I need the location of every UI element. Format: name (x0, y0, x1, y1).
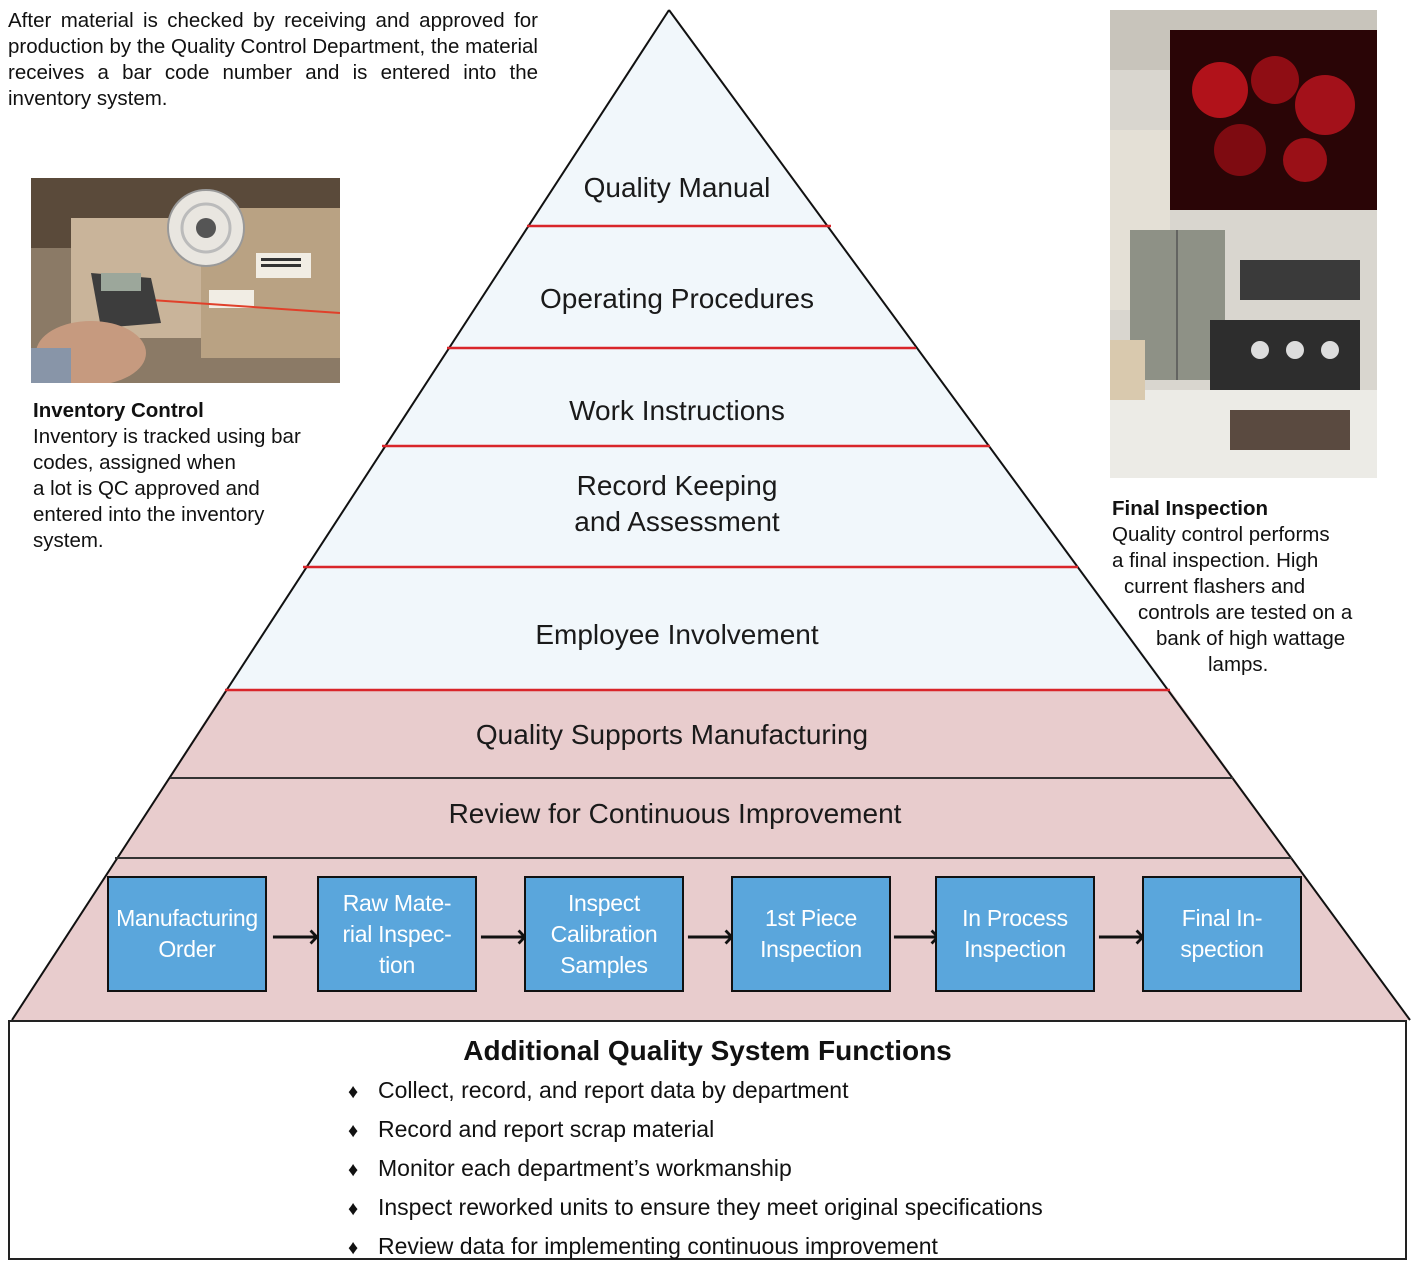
list-item: ♦Record and report scrap material (348, 1111, 1043, 1150)
flow-step-in-process-inspection: In Process Inspection (935, 876, 1095, 992)
diamond-bullet-icon: ♦ (348, 1159, 359, 1181)
final-inspection-caption-line: bank of high wattage (1156, 627, 1346, 650)
diamond-bullet-icon: ♦ (348, 1237, 359, 1259)
final-inspection-caption-line: a final inspection. High (1112, 549, 1319, 572)
inventory-caption-line: entered into the inventory (33, 503, 265, 526)
additional-functions-title: Additional Quality System Functions (463, 1035, 952, 1066)
pyramid-left-edge (11, 9, 670, 1021)
layer-review-continuous-improvement: Review for Continuous Improvement (448, 798, 902, 829)
additional-functions-list: ♦Collect, record, and report data by dep… (348, 1072, 1043, 1267)
inventory-caption-title: Inventory Control (33, 399, 204, 422)
pyramid-right-edge (668, 9, 1411, 1021)
inventory-caption: Inventory Control Inventory is tracked u… (33, 398, 363, 554)
arrow-right-icon: ⟶ (1097, 918, 1146, 956)
final-inspection-caption-title: Final Inspection (1112, 497, 1269, 520)
list-item: ♦Monitor each department’s workmanship (348, 1150, 1043, 1189)
list-item: ♦Review data for implementing continuous… (348, 1228, 1043, 1267)
inventory-photo (31, 178, 340, 383)
final-inspection-caption-line: lamps. (1208, 653, 1269, 676)
arrow-right-icon: ⟶ (479, 918, 528, 956)
arrow-right-icon: ⟶ (892, 918, 941, 956)
additional-functions-panel: Additional Quality System Functions ♦Col… (8, 1020, 1407, 1260)
layer-quality-manual: Quality Manual (583, 172, 771, 203)
list-item: ♦Inspect reworked units to ensure they m… (348, 1189, 1043, 1228)
inventory-caption-line: Inventory is tracked using bar (33, 425, 301, 448)
diamond-bullet-icon: ♦ (348, 1198, 359, 1220)
inventory-caption-line: system. (33, 529, 104, 552)
final-inspection-caption-line: controls are tested on a (1138, 601, 1353, 624)
flow-step-inspect-calibration-samples: Inspect Calibration Samples (524, 876, 684, 992)
diamond-bullet-icon: ♦ (348, 1120, 359, 1142)
layer-quality-supports-manufacturing: Quality Supports Manufacturing (475, 719, 869, 750)
final-inspection-photo (1110, 10, 1377, 478)
flow-step-first-piece-inspection: 1st Piece Inspection (731, 876, 891, 992)
layer-work-instructions: Work Instructions (569, 395, 785, 426)
final-inspection-caption-line: Quality control performs (1112, 523, 1330, 546)
flow-step-manufacturing-order: Manufacturing Order (107, 876, 267, 992)
flow-step-raw-material-inspection: Raw Mate- rial Inspec- tion (317, 876, 477, 992)
layer-record-keeping: Record Keeping and Assessment (574, 470, 780, 537)
diamond-bullet-icon: ♦ (348, 1081, 359, 1103)
flow-step-final-inspection: Final In- spection (1142, 876, 1302, 992)
inventory-caption-line: a lot is QC approved and (33, 477, 260, 500)
pyramid-upper-section (225, 10, 1170, 690)
list-item: ♦Collect, record, and report data by dep… (348, 1072, 1043, 1111)
intro-paragraph: After material is checked by receiving a… (8, 9, 538, 110)
arrow-right-icon: ⟶ (271, 918, 320, 956)
layer-operating-procedures: Operating Procedures (540, 283, 814, 314)
final-inspection-caption-line: current flashers and (1124, 575, 1306, 598)
inventory-caption-line: codes, assigned when (33, 451, 236, 474)
layer-employee-involvement: Employee Involvement (535, 619, 819, 650)
arrow-right-icon: ⟶ (686, 918, 735, 956)
final-inspection-caption: Final Inspection Quality control perform… (1112, 496, 1412, 678)
